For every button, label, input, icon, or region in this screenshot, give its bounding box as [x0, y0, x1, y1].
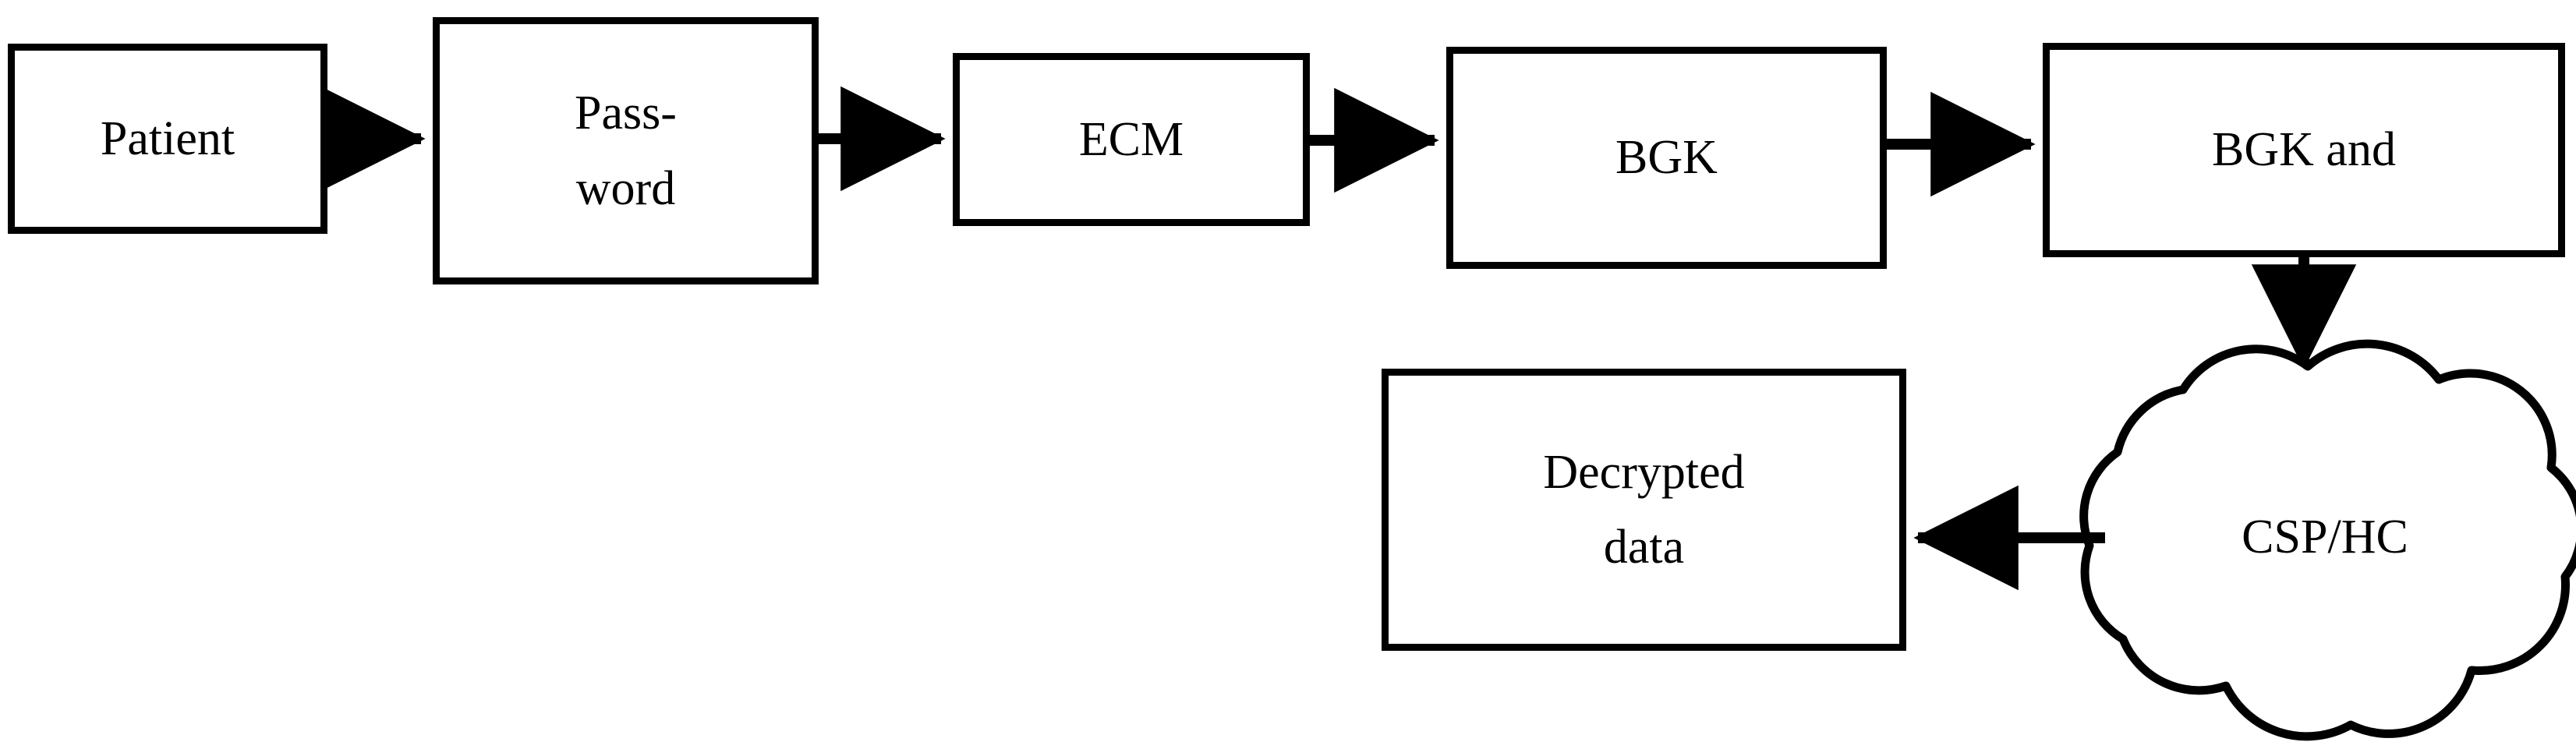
node-ecm[interactable]: ECM: [953, 53, 1310, 226]
node-password-label-0: Pass-: [575, 87, 677, 140]
node-patient-label-0: Patient: [100, 111, 235, 165]
node-bgk[interactable]: BGK: [1446, 47, 1887, 269]
node-decrypted-data-label-0: Decrypted: [1543, 445, 1745, 499]
node-decrypted-data[interactable]: Decrypted data: [1382, 369, 1906, 651]
node-decrypted-data-label-1: data: [1603, 521, 1685, 574]
node-password-label-1: word: [575, 161, 676, 215]
node-csp-hc-label: CSP/HC: [2242, 511, 2408, 564]
node-password[interactable]: Pass- word: [433, 17, 819, 284]
node-bgk-and-label-0: BGK and: [2212, 123, 2396, 177]
node-patient[interactable]: Patient: [8, 44, 327, 234]
node-ecm-label-0: ECM: [1078, 112, 1184, 166]
node-bgk-and[interactable]: BGK and: [2043, 43, 2565, 257]
node-bgk-label-0: BGK: [1615, 131, 1718, 185]
